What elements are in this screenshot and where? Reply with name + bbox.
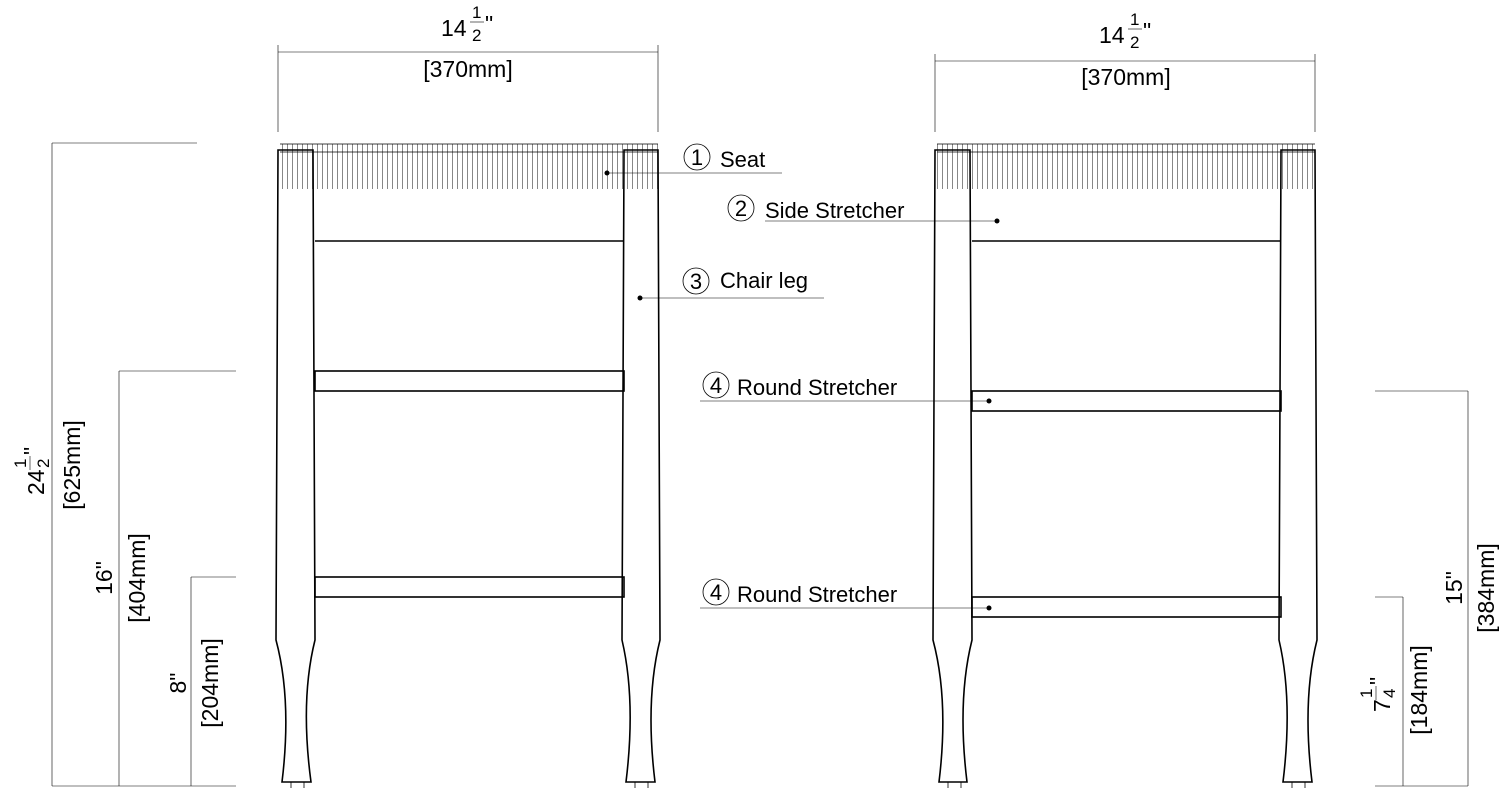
callout-side-stretcher: 2 Side Stretcher (727, 194, 1000, 224)
upper-height-left-mm: [404mm] (124, 533, 150, 622)
round-stretcher-lower-right (971, 596, 1282, 618)
width-right-den: 2 (1130, 33, 1139, 52)
chair-leg-number: 3 (690, 269, 702, 294)
width-right-whole: 14 (1099, 22, 1125, 48)
width-left-whole: 14 (441, 15, 467, 41)
round-stretcher-lower-label: Round Stretcher (737, 582, 897, 607)
upper-height-right-mm: [384mm] (1473, 543, 1499, 632)
total-height-den: 2 (34, 459, 53, 468)
seat-weave-right (937, 144, 1315, 189)
lower-height-right-inch: " (1365, 677, 1391, 685)
width-right-mm: [370mm] (1081, 64, 1170, 90)
chair-leg-right-a (932, 149, 973, 783)
lower-height-left-mm: [204mm] (197, 638, 223, 727)
upper-stretcher-height-right: 15" [384mm] (1375, 390, 1499, 787)
total-height-num: 1 (11, 459, 30, 468)
upper-stretcher-height-left: 16" [404mm] (91, 370, 236, 786)
lower-height-right-whole: 7 (1369, 699, 1395, 712)
total-height-dimension: 24 1 2 " [625mm] (11, 142, 236, 787)
width-left-mm: [370mm] (423, 56, 512, 82)
callout-chair-leg: 3 Chair leg (637, 267, 824, 301)
side-stretcher-label: Side Stretcher (765, 198, 904, 223)
width-left-num: 1 (472, 3, 481, 22)
upper-height-left-value: 16" (91, 561, 117, 595)
lower-height-right-mm: [184mm] (1406, 645, 1432, 734)
upper-height-right-value: 15" (1441, 571, 1467, 605)
callout-round-stretcher-upper: 4 Round Stretcher (700, 371, 992, 404)
width-left-inch: " (485, 11, 493, 37)
round-stretcher-lower-number: 4 (710, 580, 722, 605)
width-right-num: 1 (1130, 10, 1139, 29)
lower-stretcher-height-left: 8" [204mm] (165, 576, 236, 786)
side-stretcher-number: 2 (735, 196, 747, 221)
round-stretcher-upper-number: 4 (710, 373, 722, 398)
lower-stretcher-height-right: 7 1 4 " [184mm] (1357, 596, 1432, 786)
seat-number: 1 (691, 145, 703, 170)
width-dimension-left: 14 1 2 " [370mm] (277, 3, 659, 132)
callout-round-stretcher-lower: 4 Round Stretcher (700, 578, 992, 611)
total-height-inch: " (19, 447, 45, 455)
width-left-den: 2 (472, 26, 481, 45)
chair-leg-left-b (621, 149, 661, 783)
side-view: 14 1 2 " [370mm] 15" [384mm] 7 1 4 " (932, 10, 1499, 788)
chair-leg-left-a (275, 149, 316, 783)
round-stretcher-upper-label: Round Stretcher (737, 375, 897, 400)
total-height-whole: 24 (23, 469, 49, 495)
lower-height-right-num: 1 (1357, 689, 1376, 698)
lower-height-left-value: 8" (165, 673, 191, 694)
width-dimension-right: 14 1 2 " [370mm] (934, 10, 1316, 132)
callout-seat: 1 Seat (604, 143, 782, 176)
chair-leg-right-b (1278, 149, 1318, 783)
round-stretcher-upper-right (971, 390, 1282, 412)
seat-weave-left (280, 144, 658, 189)
seat-label: Seat (720, 147, 765, 172)
round-stretcher-upper-left (314, 370, 625, 392)
width-right-inch: " (1143, 18, 1151, 44)
front-view: 14 1 2 " [370mm] 24 1 2 " [625mm] 1 (11, 3, 661, 788)
lower-height-right-den: 4 (1380, 689, 1399, 698)
round-stretcher-lower-left (314, 576, 625, 598)
chair-leg-label: Chair leg (720, 268, 808, 293)
total-height-mm: [625mm] (59, 420, 85, 509)
